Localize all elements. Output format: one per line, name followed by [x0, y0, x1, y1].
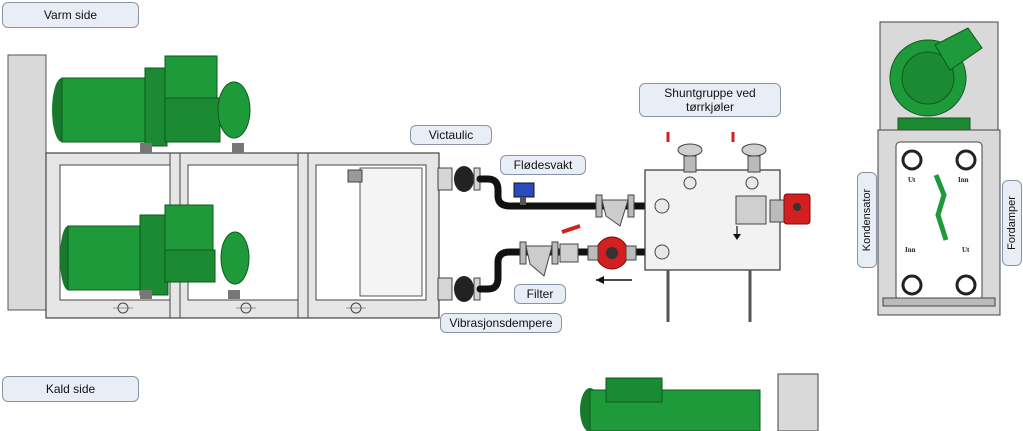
lower-filter	[519, 241, 559, 277]
upper-compressor	[52, 55, 251, 153]
shunt-group-label: Shuntgruppe ved tørrkjøler	[639, 83, 781, 117]
plate-heat-exchanger-unit	[877, 21, 1001, 316]
port-label-bottom-left: Inn	[905, 246, 916, 254]
side-panel	[7, 54, 47, 311]
flow-switch	[513, 182, 535, 205]
cold-side-partial-equipment	[580, 373, 819, 431]
lower-vibration-damper	[437, 276, 481, 302]
port-label-bottom-right: Ut	[962, 246, 970, 254]
filter-label: Filter	[514, 284, 566, 304]
shunt-top-valves	[666, 132, 767, 173]
lower-compressor	[60, 204, 250, 299]
victaulic-label: Victaulic	[410, 125, 492, 145]
condenser-label: Kondensator	[857, 172, 877, 268]
vibration-dampers-label: Vibrasjonsdempere	[440, 313, 562, 333]
warm-side-label: Varm side	[2, 2, 139, 28]
port-label-top-left: Ut	[908, 176, 916, 184]
evaporator-label: Fordamper	[1002, 180, 1022, 266]
flow-switch-label: Flødesvakt	[500, 155, 586, 175]
upper-strainer	[595, 194, 635, 227]
valve-actuator	[769, 193, 811, 225]
shunt-group-box	[644, 169, 781, 322]
heat-exchanger-cabinet	[359, 167, 423, 297]
port-label-top-right: Inn	[958, 176, 969, 184]
upper-vibration-damper	[437, 166, 481, 192]
circulation-pump	[559, 224, 637, 270]
cold-side-label: Kald side	[2, 376, 139, 402]
